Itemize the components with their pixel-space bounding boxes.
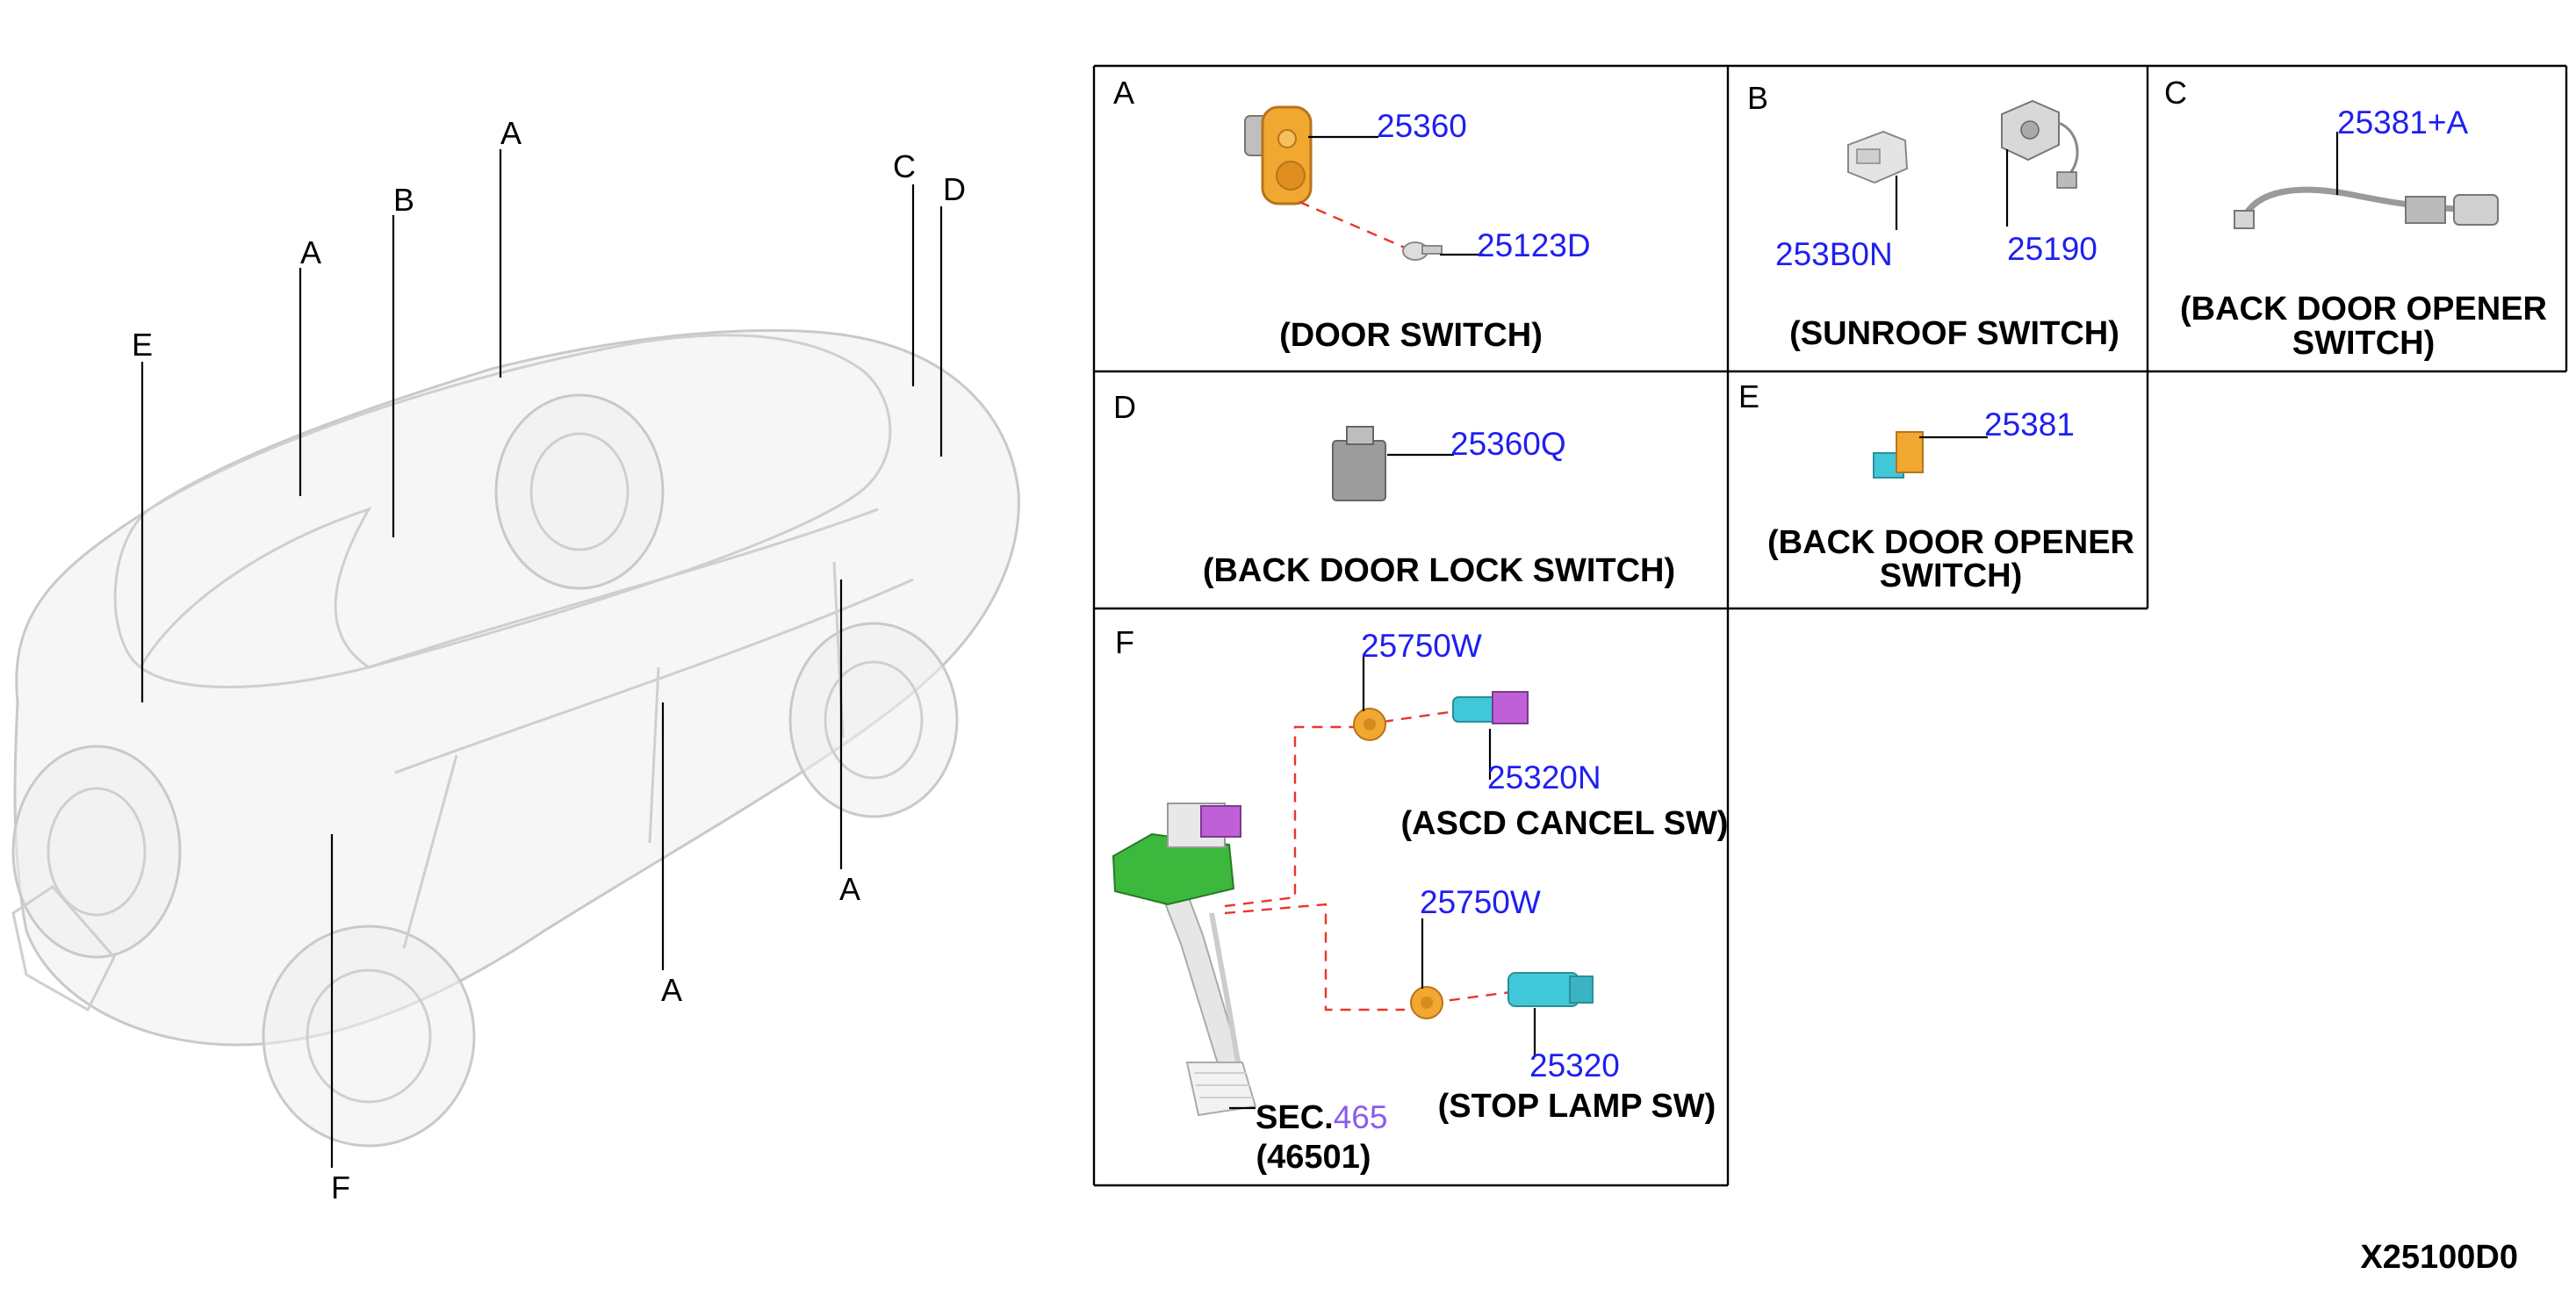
callout-a: A [500,115,522,151]
caption-back-door-opener-switch: (BACK DOOR OPENER [1767,524,2134,561]
callout-a: A [839,871,860,907]
car-body [13,328,1020,1047]
panel-letter: F [1115,624,1134,660]
connector-dash [1224,725,1359,908]
part-number-25320n: 25320N [1487,759,1601,795]
rear-right-rim [824,660,924,780]
panel-c: C 25381+A (BACK DOOR OPENER SWITCH) [2164,75,2547,362]
caption-back-door-lock-switch: (BACK DOOR LOCK SWITCH) [1203,552,1675,589]
part-number-25381a: 25381+A [2337,104,2468,140]
caption-stop-lamp-sw: (STOP LAMP SW) [1438,1088,1716,1125]
connector-dash [1430,990,1511,1004]
panel-b: B 253B0N 25190 (SUNROOF SWITCH) [1747,80,2119,352]
callout-f: F [331,1170,350,1206]
caption-ascd-cancel-sw: (ASCD CANCEL SW) [1401,805,1729,842]
panel-a: A 25360 25123D (DOOR SWITCH) [1113,75,1591,354]
caption-door-switch: (DOOR SWITCH) [1279,317,1543,354]
front-left-wheel [11,745,182,959]
panel-letter: D [1113,389,1136,425]
part-number-25360q: 25360Q [1450,426,1566,462]
bolt-part [1402,241,1443,261]
panel-letter: B [1747,80,1768,116]
caption-back-door-opener-switch: SWITCH) [1880,558,2023,594]
part-number-25381: 25381 [1984,407,2075,443]
panel-f: F [1112,624,1729,1176]
part-number-25320: 25320 [1529,1047,1620,1083]
sunroof-switch-part [1847,130,1909,184]
front-left-rim [47,787,147,917]
sec-reference: SEC.465 [1256,1099,1387,1136]
rear-left-rim [529,432,630,551]
car-grille [11,885,116,1012]
callout-a: A [300,234,321,270]
front-right-wheel [262,925,476,1148]
rear-right-wheel [788,622,959,818]
stop-lamp-lock-nut-part [1410,986,1443,1019]
ascd-cancel-switch-part [1452,691,1529,724]
brake-pedal-assembly [1112,803,1257,1117]
connector-dash [1382,709,1457,723]
panel-grid [1092,64,2568,1187]
rear-left-wheel [494,393,665,590]
panel-letter: C [2164,75,2187,111]
part-number-25750w: 25750W [1420,884,1541,920]
car-windshield [139,507,372,669]
back-door-opener-switch-part [1873,431,1924,479]
ascd-lock-nut-part [1353,708,1386,741]
sec-part-number: (46501) [1256,1139,1371,1176]
car-overview [11,328,1020,1148]
connector-dash [1299,200,1406,249]
caption-back-door-opener-switch: (BACK DOOR OPENER [2180,291,2547,328]
callout-d: D [943,171,966,207]
overview-leaders [140,149,943,1168]
caption-sunroof-switch: (SUNROOF SWITCH) [1789,315,2119,352]
part-number-25190: 25190 [2007,231,2097,267]
callout-c: C [893,148,916,184]
connector-dash [1224,903,1405,1011]
sec-number-link[interactable]: 465 [1334,1099,1388,1135]
back-door-opener-switch-harness [2234,186,2499,229]
panel-d: D 25360Q (BACK DOOR LOCK SWITCH) [1113,389,1675,589]
part-number-25750w: 25750W [1361,628,1482,664]
panel-e: E 25381 (BACK DOOR OPENER SWITCH) [1738,378,2134,594]
part-number-25360: 25360 [1377,108,1467,144]
callout-b: B [393,182,414,218]
sec-prefix: SEC. [1256,1099,1334,1136]
sunroof-sensor-part [2001,99,2079,189]
overview-callouts: E A B A C D A A F [132,115,966,1206]
panel-letter: E [1738,378,1759,414]
door-switch-part [1244,105,1313,205]
callout-a: A [661,972,682,1008]
diagram-code: X25100D0 [2360,1239,2518,1276]
back-door-lock-switch-part [1332,426,1386,501]
part-number-25123d: 25123D [1477,227,1591,263]
stop-lamp-switch-part [1507,972,1594,1007]
callout-e: E [132,327,153,363]
car-roof [113,334,892,688]
front-right-rim [306,968,432,1104]
caption-back-door-opener-switch: SWITCH) [2292,325,2436,362]
part-number-253b0n: 253B0N [1775,236,1893,272]
panel-letter: A [1113,75,1134,111]
